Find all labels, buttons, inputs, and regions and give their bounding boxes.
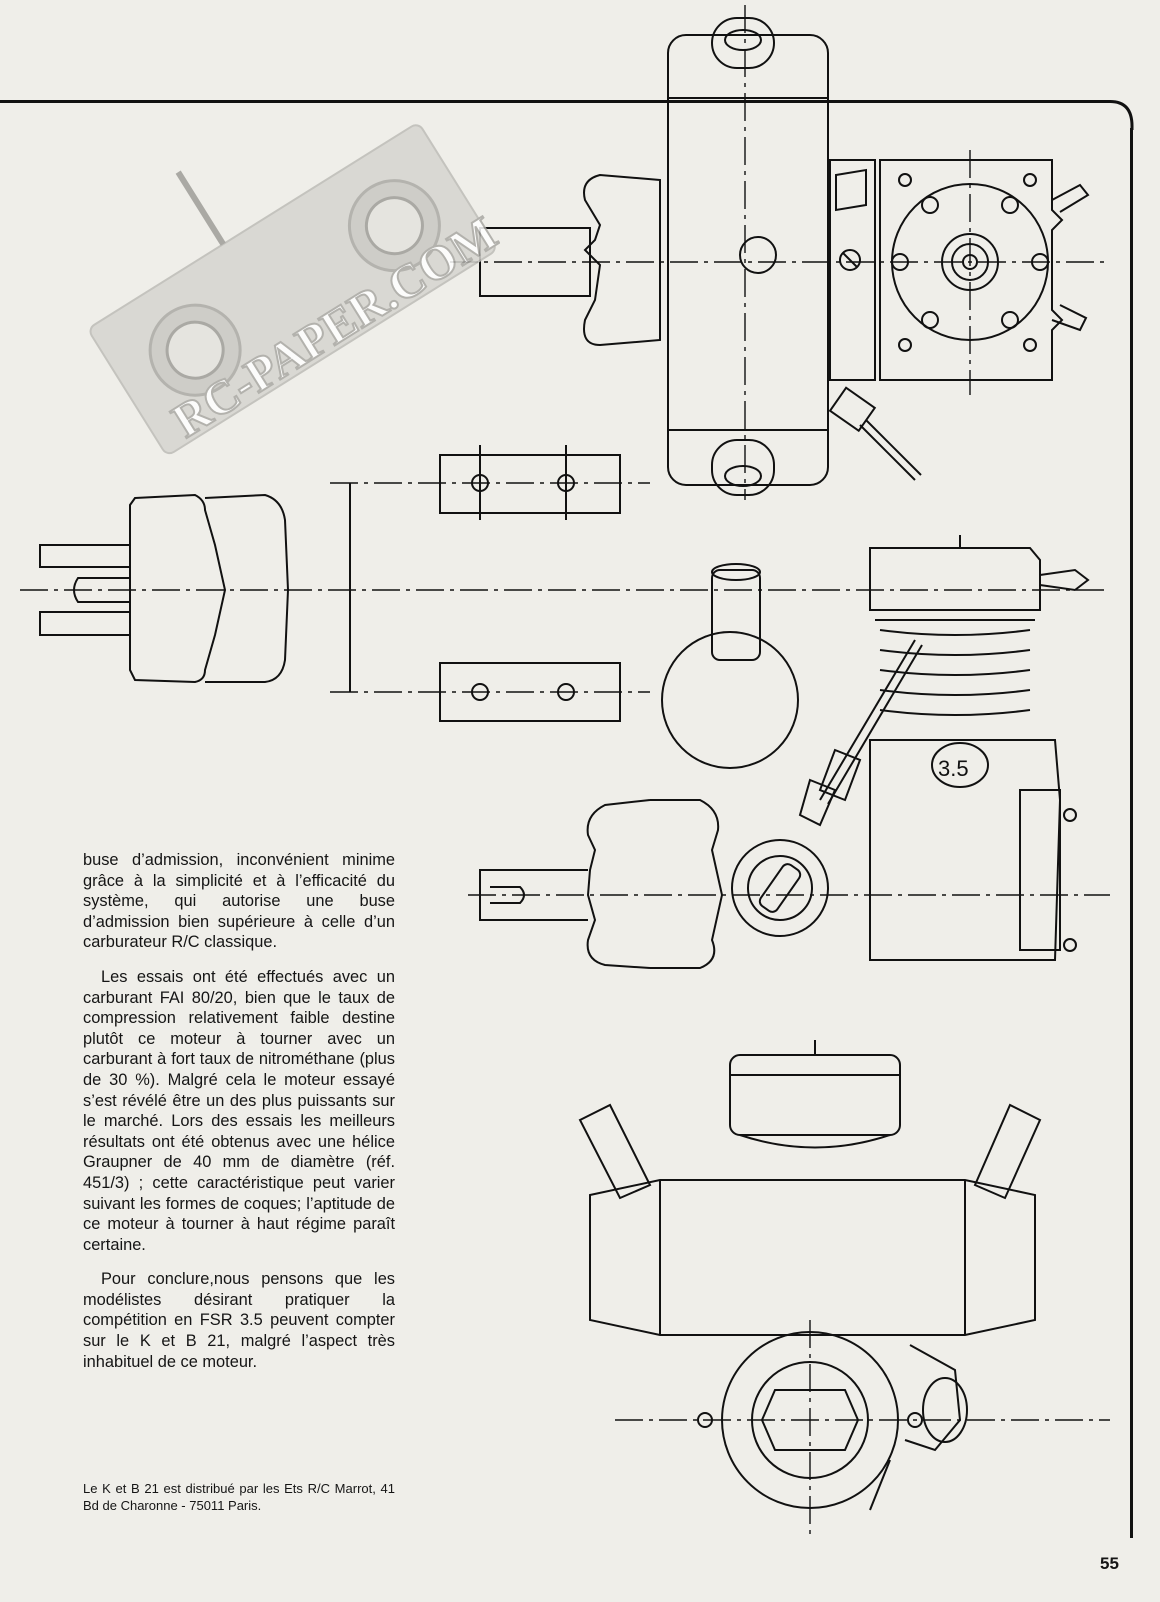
engine-top-view <box>479 17 1090 496</box>
article-paragraph-1: buse d’admission, inconvénient minime gr… <box>83 851 395 952</box>
drive-hub-side-view <box>39 483 351 692</box>
frame-corner <box>1109 100 1134 130</box>
top-frame-rule <box>0 100 1110 103</box>
page-number: 55 <box>1100 1554 1119 1573</box>
engine-size-label: 3.5 <box>938 756 969 781</box>
shaft-couplings <box>439 445 621 722</box>
rc-paper-watermark: RC-PAPER.COM <box>89 124 500 455</box>
article-paragraph-2: Les essais ont été effectués avec un car… <box>83 967 395 1254</box>
right-frame-rule <box>1130 128 1133 1538</box>
distributor-footnote: Le K et B 21 est distribué par les Ets R… <box>83 1481 395 1513</box>
article-column: buse d’admission, inconvénient minime gr… <box>83 850 395 1386</box>
article-paragraph-3: Pour conclure,nous pensons que les modél… <box>83 1270 395 1371</box>
engine-front-view <box>578 1040 1042 1511</box>
engine-side-view <box>479 535 1090 969</box>
